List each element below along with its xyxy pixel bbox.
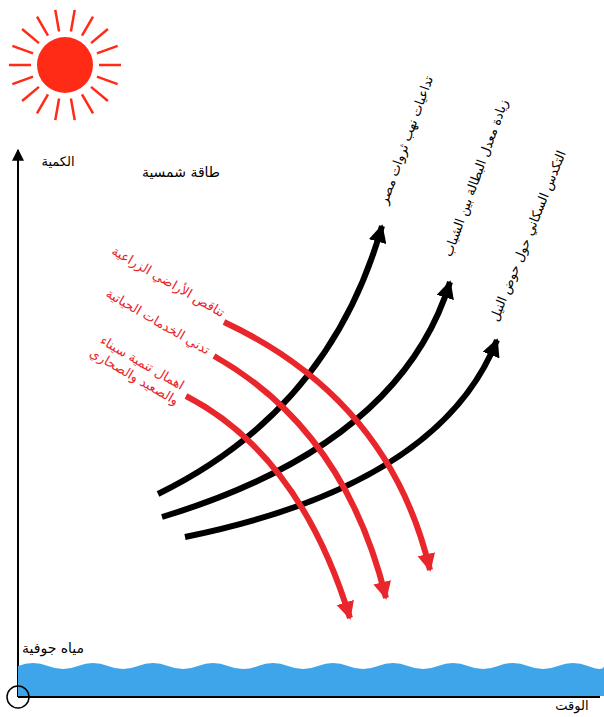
rising-arrow [162, 282, 450, 517]
sun-ray [55, 98, 59, 120]
falling-arrow [186, 396, 350, 618]
sun-ray [12, 46, 33, 54]
origin-circle [7, 686, 29, 708]
arrow-label: التكدس السكاني حول حوض النيل [486, 148, 569, 323]
sun-ray [97, 46, 118, 54]
sun-ray [55, 10, 59, 32]
sun-ray [82, 17, 93, 36]
axis-label: الكمية [41, 154, 74, 170]
sun-ray [37, 17, 48, 36]
sun-ray [22, 87, 39, 101]
groundwater-band: مياه جوفية [0, 638, 604, 698]
sun-ray [97, 77, 118, 85]
arrow-label: زيادة معدل البطالة بين الشباب [440, 97, 512, 259]
falling-arrows [186, 322, 430, 618]
sun-ray [22, 29, 39, 43]
axis-label: الوقت [555, 698, 588, 714]
sun-ray [9, 64, 31, 67]
sun-ray [82, 94, 93, 113]
arrow-label: تداعيات نهب ثروات مصر [376, 74, 437, 206]
band-label: مياه جوفية [22, 640, 84, 657]
sun-ray [12, 77, 33, 85]
x-axis [18, 696, 600, 698]
sun-ray [37, 94, 48, 113]
sun-disc [37, 37, 93, 93]
y-axis [17, 150, 19, 697]
rising-arrows [158, 226, 497, 537]
sun-ray [71, 98, 75, 120]
rising-arrow [158, 226, 382, 494]
sun-ray [99, 64, 121, 67]
sun-label: طاقة شمسية [142, 164, 220, 181]
sun-ray [91, 29, 108, 43]
water-band [18, 663, 604, 696]
sun-ray [71, 10, 75, 32]
sun-ray [91, 87, 108, 101]
sun-node: طاقة شمسية [5, 5, 240, 195]
falling-arrow [214, 356, 386, 598]
band-shape [0, 638, 604, 698]
